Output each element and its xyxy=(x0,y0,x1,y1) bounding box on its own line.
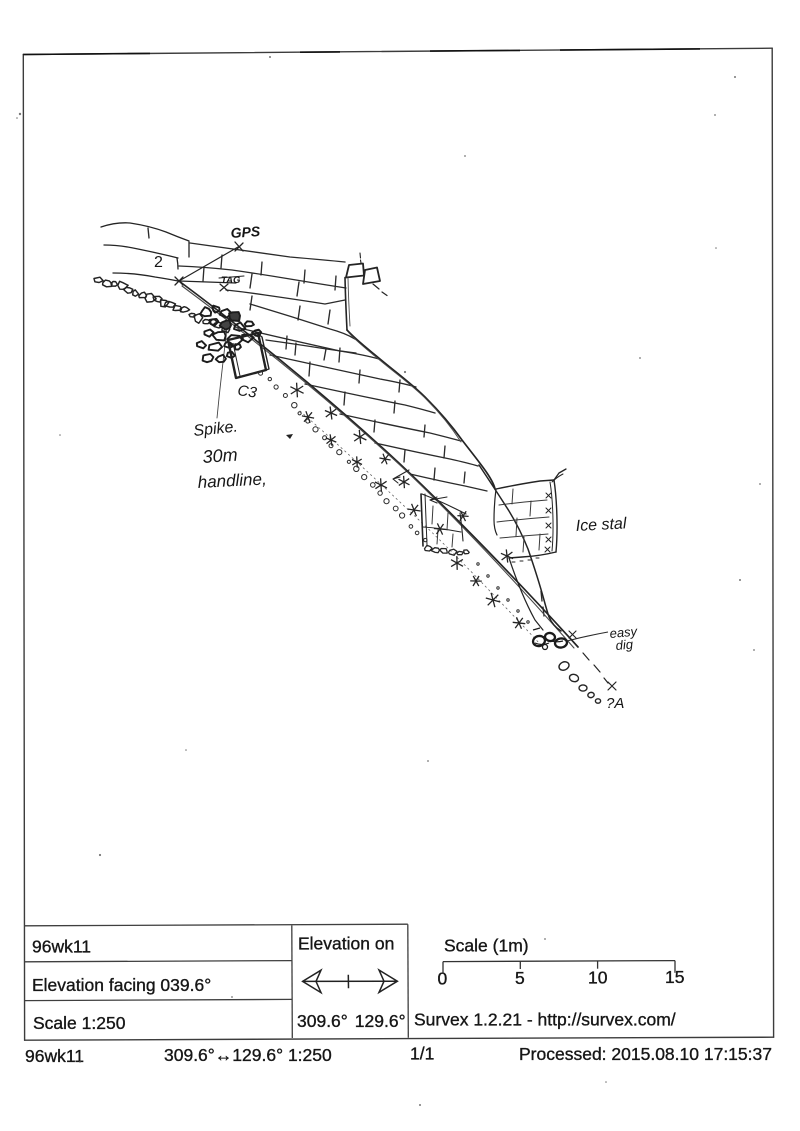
svg-text:309.6°129.6°: 309.6°129.6° xyxy=(297,1011,406,1031)
svg-text:Scale 1:250: Scale 1:250 xyxy=(33,1013,126,1033)
svg-text:handline,: handline, xyxy=(197,469,267,492)
svg-text:1/1: 1/1 xyxy=(410,1044,434,1064)
svg-text:96wk11: 96wk11 xyxy=(25,1046,84,1066)
svg-text:2: 2 xyxy=(154,254,163,271)
svg-text:Elevation facing 039.6°: Elevation facing 039.6° xyxy=(32,975,211,995)
svg-text:Processed: 2015.08.10 17:15:37: Processed: 2015.08.10 17:15:37 xyxy=(519,1044,772,1064)
svg-text:Scale (1m): Scale (1m) xyxy=(444,936,529,956)
svg-text:0: 0 xyxy=(438,969,448,989)
svg-text:15: 15 xyxy=(665,967,684,987)
svg-text:5: 5 xyxy=(515,968,525,988)
svg-text:96wk11: 96wk11 xyxy=(32,937,91,957)
svg-text:C3: C3 xyxy=(236,382,258,402)
svg-text:Ice stal: Ice stal xyxy=(575,515,627,535)
svg-text:easy: easy xyxy=(609,624,639,641)
svg-text:Spike.: Spike. xyxy=(193,418,239,440)
svg-text:Survex 1.2.21 - http://survex.: Survex 1.2.21 - http://survex.com/ xyxy=(414,1010,676,1030)
svg-text:TAG: TAG xyxy=(221,275,241,286)
svg-text:30m: 30m xyxy=(202,445,238,467)
svg-text:?A: ?A xyxy=(606,695,624,712)
svg-text:10: 10 xyxy=(588,968,608,988)
svg-text:dig: dig xyxy=(615,636,634,653)
svg-text:Elevation on: Elevation on xyxy=(298,933,394,953)
svg-text:309.6°↔129.6° 1:250: 309.6°↔129.6° 1:250 xyxy=(164,1045,332,1065)
svg-text:GPS: GPS xyxy=(230,223,261,241)
